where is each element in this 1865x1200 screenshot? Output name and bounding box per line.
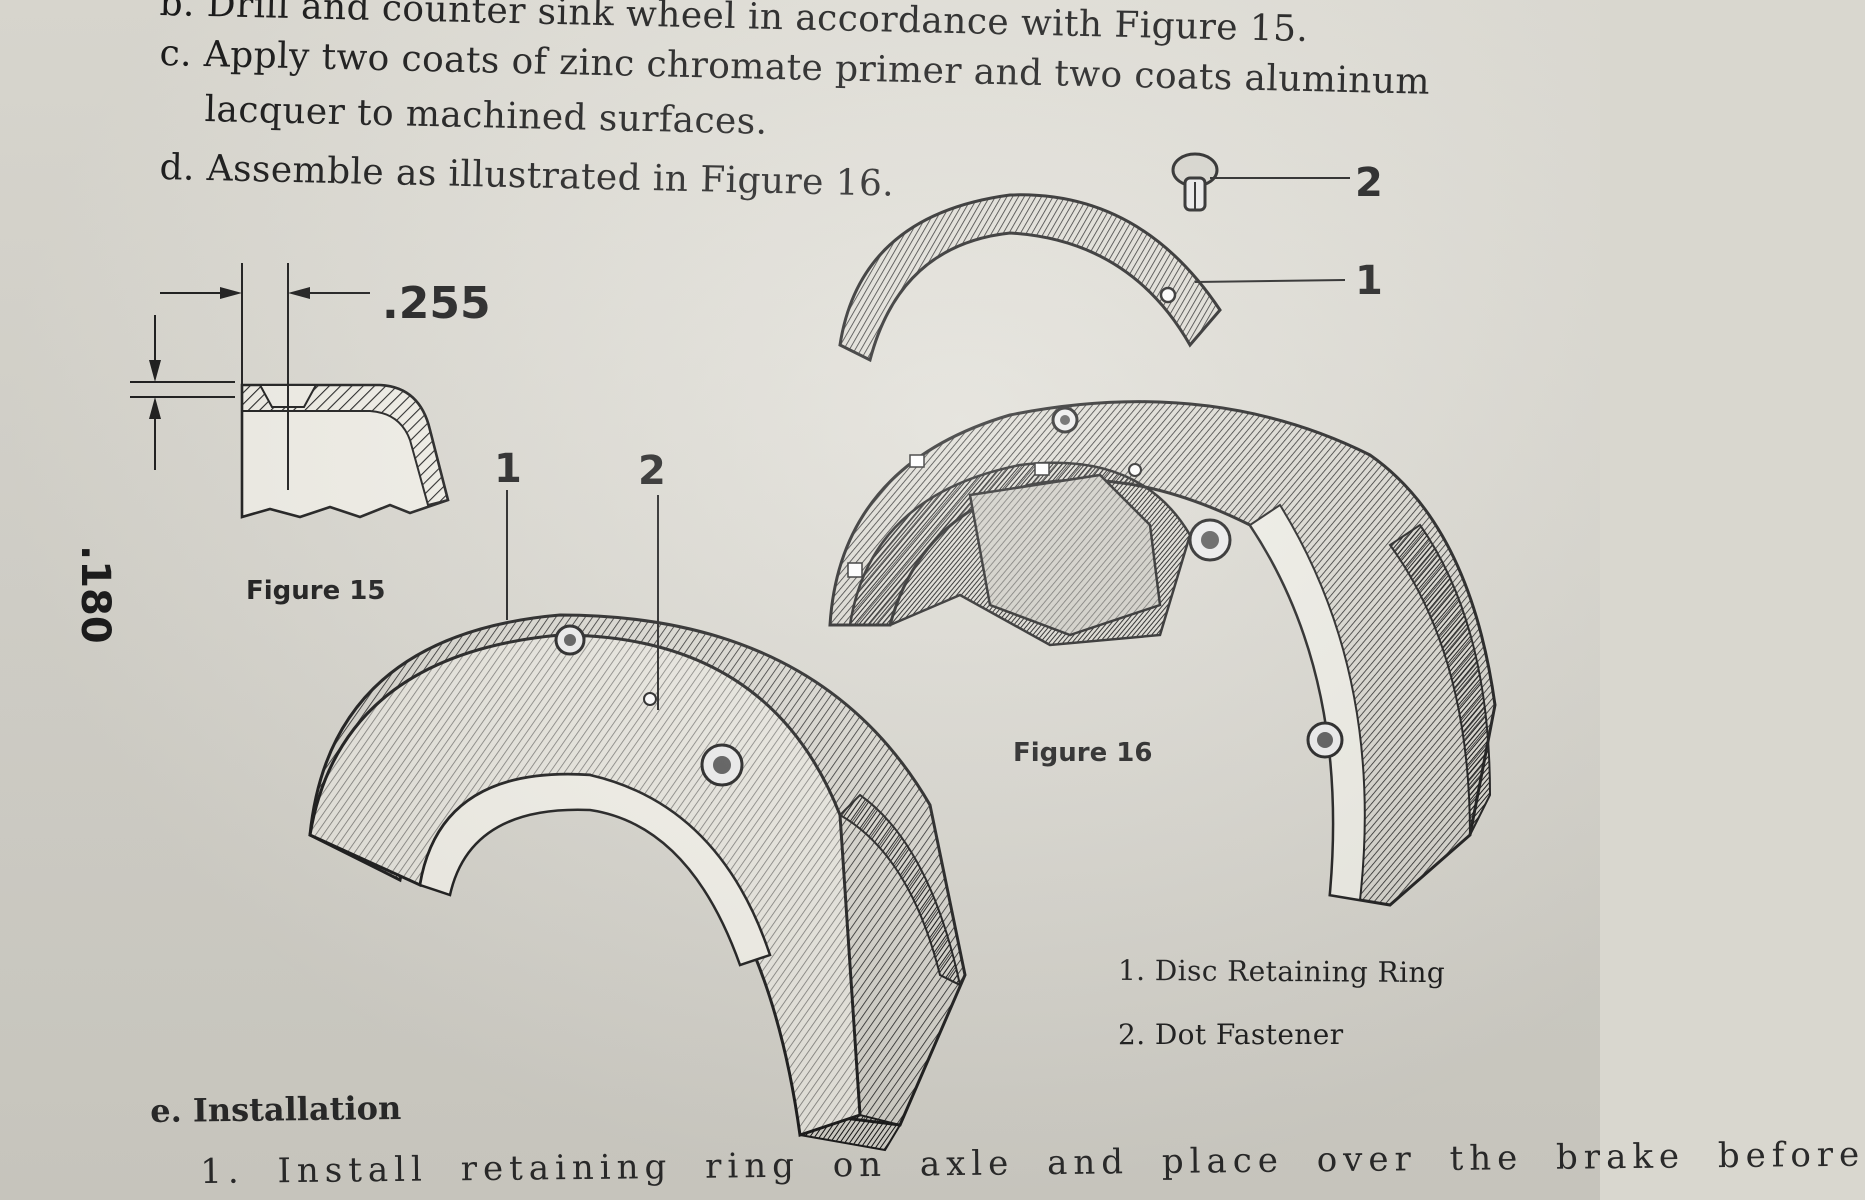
- section-e-heading: e. Installation: [150, 1088, 402, 1130]
- wheel-callout-2-leader: [657, 495, 659, 710]
- legend-item-disc-retaining-ring: 1. Disc Retaining Ring: [1117, 953, 1446, 990]
- retaining-ring-illustration: [838, 193, 1222, 363]
- dot-fastener-icon: [1171, 152, 1219, 212]
- figure15-caption: Figure 15: [246, 576, 386, 606]
- figure15-drawing: [130, 263, 450, 519]
- wheel-callout-2: 2: [638, 448, 666, 494]
- wheel-half-illustration: [308, 613, 967, 1152]
- wheel-callout-1: 1: [494, 446, 522, 492]
- instruction-c-continued: lacquer to machined surfaces.: [204, 89, 768, 143]
- dimension-height-label: .180: [72, 545, 118, 644]
- wheel-callout-1-leader: [506, 490, 508, 620]
- figure16-caption: Figure 16: [1013, 738, 1153, 768]
- legend-item-dot-fastener: 2. Dot Fastener: [1118, 1018, 1344, 1051]
- dot-fastener-leader: [1210, 177, 1350, 179]
- wheel-brake-assembly-illustration: [828, 400, 1497, 907]
- dimension-width-label: .255: [382, 278, 491, 329]
- figure16-callout-2: 2: [1355, 160, 1383, 206]
- instruction-d: d. Assemble as illustrated in Figure 16.: [159, 147, 895, 205]
- retaining-ring-leader: [1194, 279, 1346, 283]
- figure16-callout-1: 1: [1355, 258, 1383, 304]
